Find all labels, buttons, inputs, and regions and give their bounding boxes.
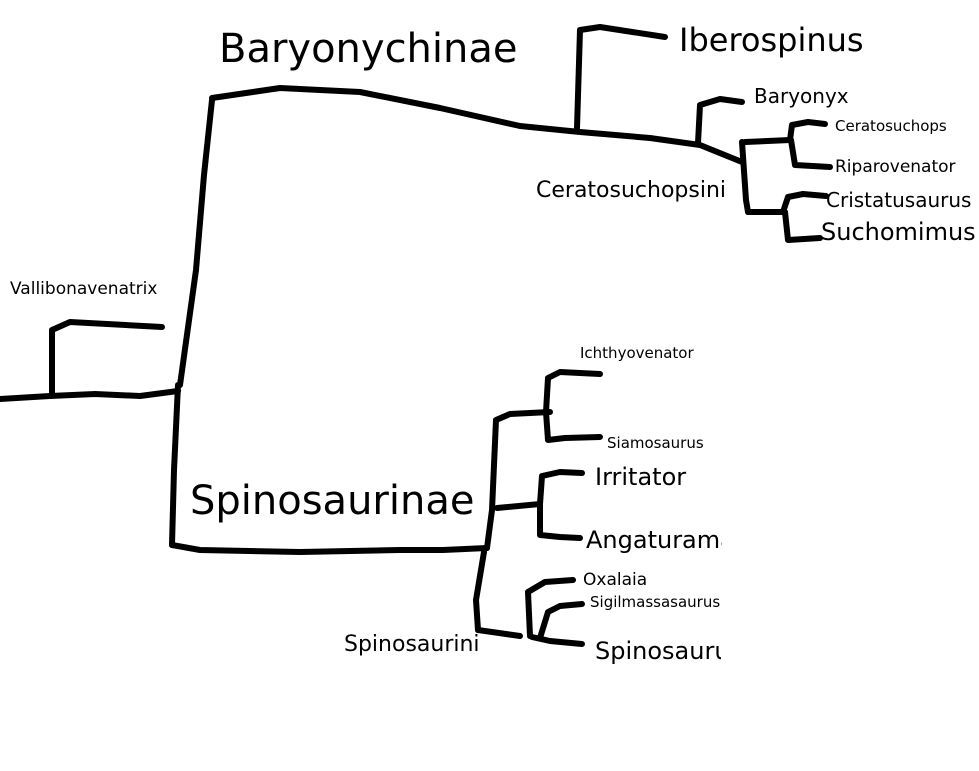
branch-riparovenator [788,137,833,170]
branch-baryonychinae [209,85,745,165]
taxon-label-suchomimus: Suchomimus [821,218,976,246]
branch-iberospinus [574,24,668,131]
taxon-label-spinosaurus: Spinosaurus [595,637,721,665]
taxon-label-irritator: Irritator [595,463,687,491]
branch-sigilmassasaurus [537,601,585,641]
branch-spinosaurinae-inner [484,409,553,551]
branch-vallibonavenatrix [49,319,165,398]
branch-angaturama [537,502,583,541]
clade-label-baryonychinae: Baryonychinae [219,26,518,72]
clade-label-spinosaurinae: Spinosaurinae [190,478,475,524]
branch-irritator [537,469,585,507]
branch-spinosaurinae [169,542,490,555]
taxon-label-siamosaurus: Siamosaurus [607,434,704,452]
taxon-label-ichthyovenator: Ichthyovenator [580,344,694,362]
branch-spinosaurinae-lower [473,549,523,639]
branch-ichthyovenator [543,369,603,415]
branch-ceratosuchopsini-node [739,139,785,215]
branch-ceratosuchops [787,119,828,143]
branch-oxalaia [525,577,576,639]
taxon-label-riparovenator: Riparovenator [835,157,956,177]
taxon-label-baryonyx: Baryonyx [754,84,849,108]
branch-suchomimus [782,209,823,243]
branch-main-split [177,97,215,388]
taxon-label-oxalaia: Oxalaia [583,570,648,590]
taxon-label-cristatusaurus: Cristatusaurus [826,188,972,212]
taxon-label-angaturama: Angaturama [586,526,722,554]
taxon-label-iberospinus: Iberospinus [679,21,864,59]
branch-root [0,388,181,402]
taxon-label-vallibonavenatrix: Vallibonavenatrix [10,279,158,299]
clip-cristatusaurus: Cristatusaurus [826,188,979,216]
branch-baryonyx [695,96,745,146]
taxon-label-ceratosuchops: Ceratosuchops [835,117,947,135]
clade-label-spinosaurini: Spinosaurini [344,632,480,657]
branch-siamosaurus [543,409,603,443]
clip-spinosaurus: Spinosaurus [595,636,721,670]
branch-cristatusaurus [780,191,829,215]
clade-label-ceratosuchopsini: Ceratosuchopsini [536,178,727,203]
branch-ceratosuchopsini-top [742,137,793,145]
clip-angaturama: Angaturama [586,526,722,558]
branch-spinosaurus [529,634,585,647]
taxon-label-sigilmassasaurus: Sigilmassasaurus [590,593,721,611]
branch-irritator-node [494,501,543,511]
branch-main-split-lower [169,382,181,548]
